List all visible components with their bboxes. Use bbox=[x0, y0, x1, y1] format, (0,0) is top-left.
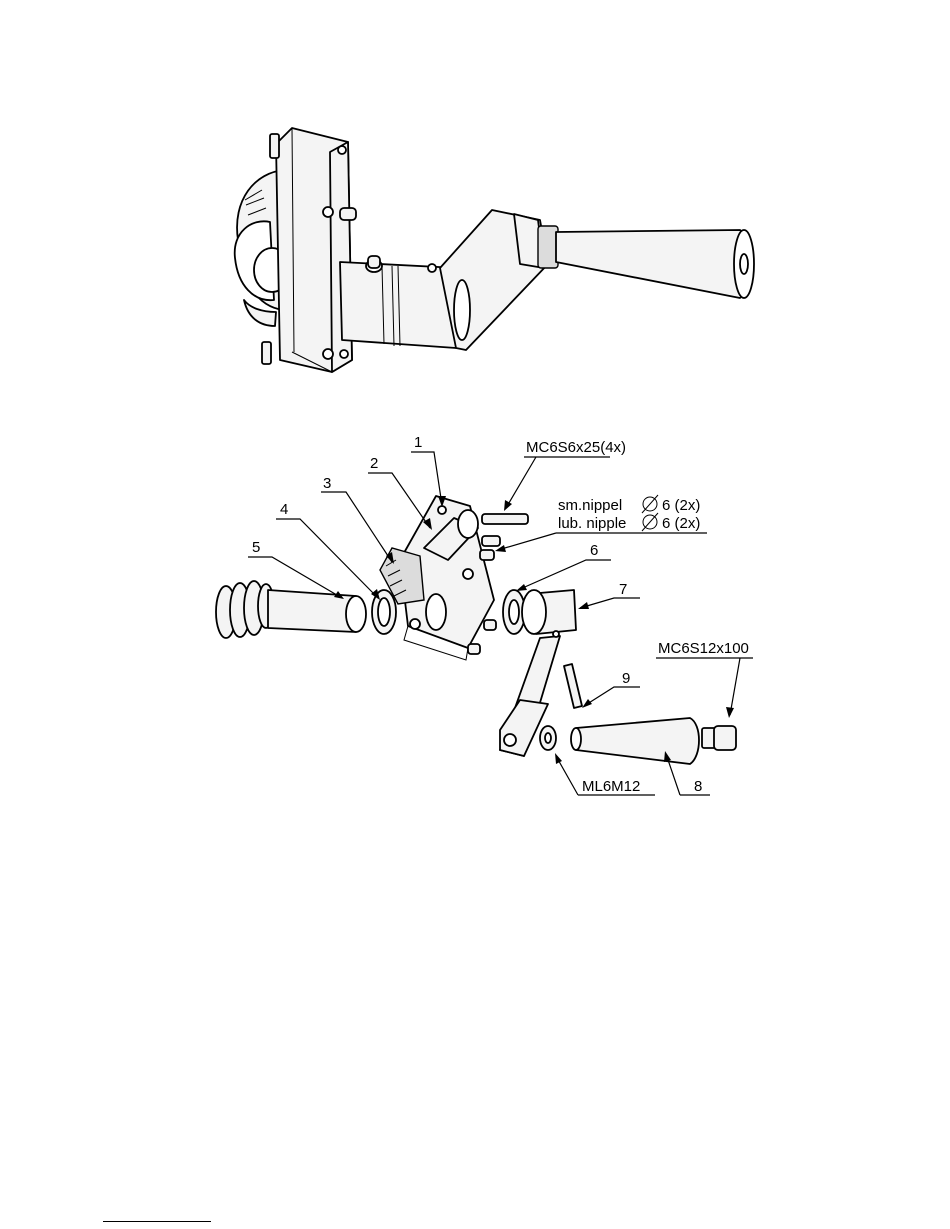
assembled-handle bbox=[556, 230, 754, 298]
callout-1: 1 bbox=[414, 434, 422, 451]
label-nipple-size-2: 6 (2x) bbox=[662, 515, 700, 532]
part-5-pulley-shaft bbox=[216, 581, 366, 638]
part-9-pin bbox=[564, 664, 582, 708]
label-nut: ML6M12 bbox=[582, 778, 640, 795]
callout-8: 8 bbox=[694, 778, 702, 795]
label-screw-handle: MC6S12x100 bbox=[658, 640, 749, 657]
callout-2: 2 bbox=[370, 455, 378, 472]
callout-5: 5 bbox=[252, 539, 260, 556]
diameter-symbol-1 bbox=[642, 495, 658, 513]
callout-4: 4 bbox=[280, 501, 288, 518]
exploded-view bbox=[216, 496, 736, 764]
diameter-symbol-2 bbox=[642, 513, 658, 531]
callout-3: 3 bbox=[323, 475, 331, 492]
label-nipple-en: lub. nipple bbox=[558, 515, 626, 532]
callout-7: 7 bbox=[619, 581, 627, 598]
label-nipple-nl: sm.nippel bbox=[558, 497, 622, 514]
label-screw-top: MC6S6x25(4x) bbox=[526, 439, 626, 456]
footnote-rule bbox=[103, 1221, 211, 1222]
assembled-view bbox=[235, 128, 754, 372]
assembled-crank-arm bbox=[440, 210, 558, 350]
nut-ml6m12 bbox=[540, 726, 556, 750]
callout-9: 9 bbox=[622, 670, 630, 687]
part-8-handle bbox=[571, 718, 736, 764]
label-nipple-size-1: 6 (2x) bbox=[662, 497, 700, 514]
callout-6: 6 bbox=[590, 542, 598, 559]
